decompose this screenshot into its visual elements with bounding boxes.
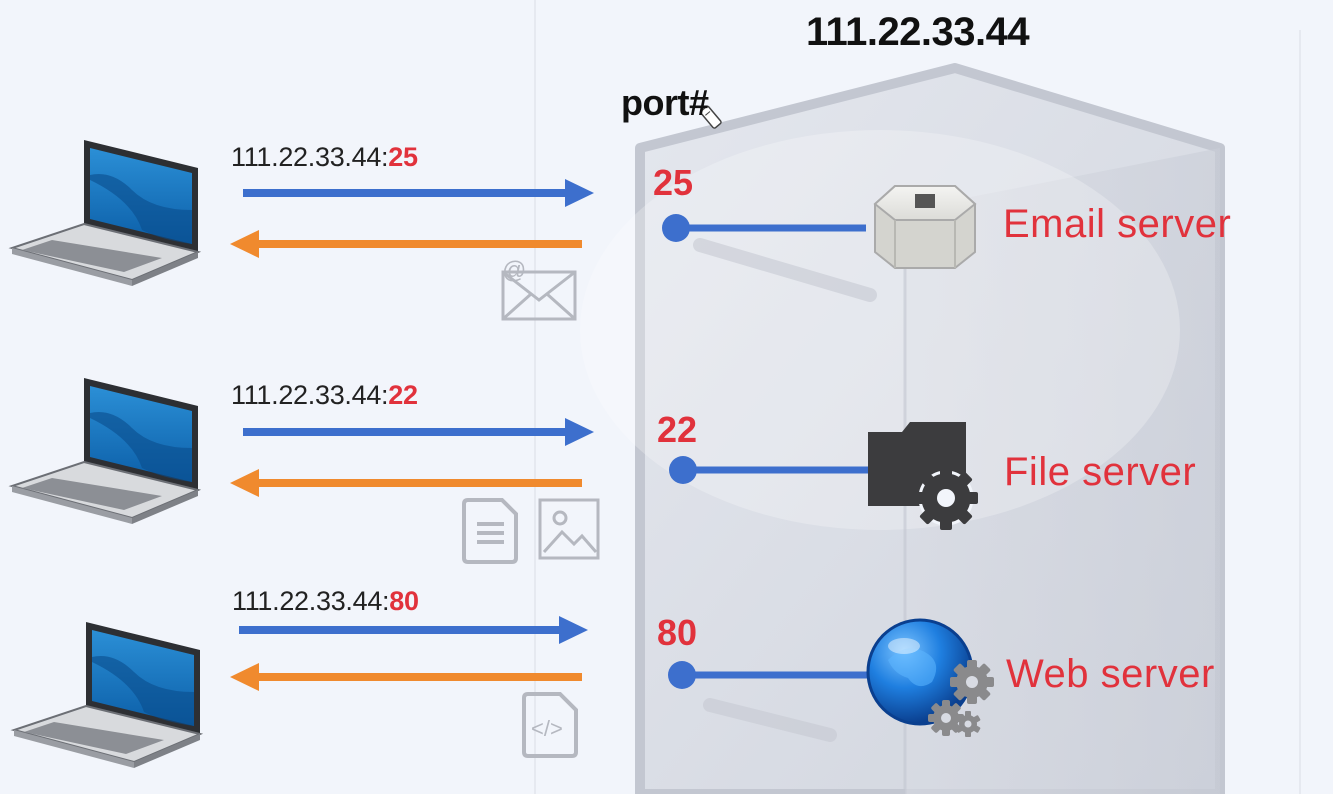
client-address: 111.22.33.44:80 xyxy=(232,586,419,617)
client-address: 111.22.33.44:22 xyxy=(231,380,418,411)
port-connector xyxy=(669,456,870,484)
cursor-icon xyxy=(700,105,722,129)
address-port: 25 xyxy=(388,142,418,172)
server-ip-label: 111.22.33.44 xyxy=(806,10,1030,54)
service-label: File server xyxy=(1004,450,1197,494)
client-address: 111.22.33.44:25 xyxy=(231,142,418,173)
address-text: 111.22.33.44: xyxy=(231,380,389,410)
svg-text:@: @ xyxy=(502,257,526,284)
laptop-icon xyxy=(10,622,204,768)
address-text: 111.22.33.44: xyxy=(232,586,390,616)
request-arrow xyxy=(243,418,594,446)
port-number: 25 xyxy=(653,162,694,203)
document-icon xyxy=(462,498,518,564)
service-label: Web server xyxy=(1006,652,1215,696)
svg-text:</>: </> xyxy=(531,716,563,741)
service-label: Email server xyxy=(1003,202,1232,246)
folder-gear-icon xyxy=(868,422,978,530)
laptop-icon xyxy=(8,140,202,286)
response-arrow xyxy=(230,663,582,691)
response-arrow xyxy=(230,230,582,258)
address-port: 22 xyxy=(388,380,418,410)
request-arrow xyxy=(243,179,594,207)
response-arrow xyxy=(230,469,582,497)
port-connector xyxy=(662,214,866,242)
email-icon: @ xyxy=(501,257,577,321)
image-icon xyxy=(538,498,600,560)
port-connector xyxy=(668,661,870,689)
port-header: port# xyxy=(621,82,709,123)
request-arrow xyxy=(239,616,588,644)
laptop-icon xyxy=(8,378,202,524)
address-text: 111.22.33.44: xyxy=(231,142,389,172)
mail-server-box-icon xyxy=(873,185,977,269)
globe-gears-icon xyxy=(866,618,994,737)
port-number: 80 xyxy=(657,612,698,653)
address-port: 80 xyxy=(389,586,419,616)
port-number: 22 xyxy=(657,409,698,450)
code-file-icon: </> xyxy=(522,692,578,758)
